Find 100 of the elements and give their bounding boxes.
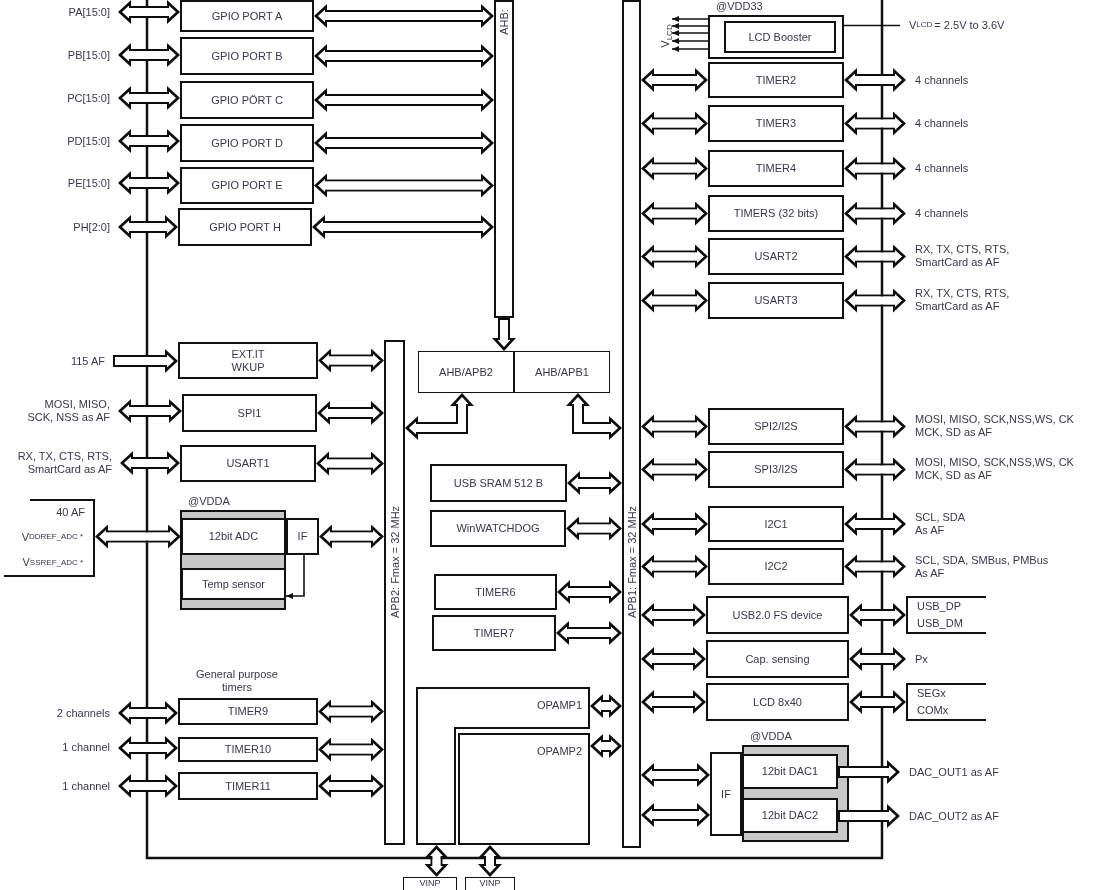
bus-arrow <box>849 603 906 627</box>
pin-label: USB_DM <box>906 615 986 634</box>
bus-arrow <box>844 156 906 181</box>
pin-label: SCL, SDA As AF <box>906 506 978 542</box>
pin-label: PE[15:0] <box>10 171 118 195</box>
block-label: TIMER10 <box>224 743 272 756</box>
peripheral-block <box>708 548 844 585</box>
bus-arrow <box>556 621 622 645</box>
bus-label: APB1: Fmax = 32 MHz <box>625 505 638 619</box>
bus-arrow <box>314 44 494 68</box>
bus-arrow <box>319 524 384 549</box>
pin-label: 1 channel <box>10 735 118 759</box>
peripheral-block <box>708 451 844 488</box>
bus-arrow <box>844 288 906 313</box>
bus-arrow <box>844 512 906 536</box>
block-label: LCD 8x40 <box>753 695 802 709</box>
peripheral-block <box>180 124 314 162</box>
bus-arrow <box>641 763 710 787</box>
pin-label: DAC_OUT2 as AF <box>900 804 1030 828</box>
bus-arrow <box>641 690 706 714</box>
block-label: 12bit DAC2 <box>761 809 819 822</box>
block-label: TIMER4 <box>755 162 797 175</box>
bus-arrow <box>316 451 384 476</box>
pin-label: 40 AF <box>30 499 95 524</box>
block-label: USB SRAM 512 B <box>453 476 544 490</box>
pin-label: 4 channels <box>906 150 1016 187</box>
bus-arrow <box>118 43 180 67</box>
bus-arrow <box>557 580 622 604</box>
bus-arrow <box>314 88 494 112</box>
bus-arrow <box>641 647 706 671</box>
pin-label: 1 channel <box>10 774 118 798</box>
peripheral-block <box>178 342 318 379</box>
pin-label: MOSI, MISO, SCK, NSS as AF <box>26 394 118 428</box>
peripheral-block <box>742 798 838 833</box>
pin-label: PH[2:0] <box>10 215 118 239</box>
bus-arrow <box>844 111 906 136</box>
bus-arrow <box>844 68 906 92</box>
bus-arrow <box>118 171 180 195</box>
supply-label: @VDDA <box>750 730 792 743</box>
peripheral-block <box>706 596 849 634</box>
peripheral-block <box>286 518 319 555</box>
block-label: TIMER7 <box>473 626 515 640</box>
block-label: USART3 <box>754 294 798 307</box>
bus-arrow <box>314 131 494 155</box>
bus-arrow <box>314 4 494 28</box>
block-label: TIMER11 <box>225 779 271 793</box>
peripheral-block <box>434 574 557 610</box>
block-label: OPAMP1 <box>536 699 582 712</box>
bus-arrow <box>641 554 708 579</box>
bus-bar <box>494 0 514 318</box>
block-label: TIMER3 <box>755 117 797 130</box>
bus-arrow <box>118 701 178 725</box>
peripheral-block <box>706 640 849 678</box>
bus-arrow <box>312 215 494 239</box>
block-label: EXT.IT WKUP <box>230 347 266 374</box>
pin-label: MOSI, MISO, SCK,NSS,WS, CK MCK, SD as AF <box>906 406 1092 446</box>
bus-arrow <box>317 401 384 425</box>
peripheral-block <box>180 37 314 75</box>
bus-arrow <box>318 774 384 798</box>
signal-arrow <box>671 38 709 44</box>
peripheral-block <box>708 238 844 275</box>
peripheral-block <box>724 21 836 53</box>
bus-arrow <box>641 244 708 269</box>
block-label: GPIO PORT B <box>211 49 283 63</box>
pin-label: USB_DP <box>906 596 986 615</box>
peripheral-block <box>181 518 286 555</box>
block-label: SPI1 <box>237 406 262 420</box>
block-label: TIMERS (32 bits) <box>733 207 819 220</box>
peripheral-block <box>742 754 838 789</box>
block-label: VINP <box>419 878 441 889</box>
bus-arrow <box>838 760 900 784</box>
bus-arrow <box>641 603 706 627</box>
opamp-block <box>416 687 590 845</box>
bus-arrow <box>641 414 708 439</box>
block-label: 12bit ADC <box>208 530 259 543</box>
peripheral-block <box>180 0 314 32</box>
bus-arrow <box>424 845 449 877</box>
peripheral-block <box>514 351 610 393</box>
bus-arrow <box>590 694 622 718</box>
pin-label: SEGx <box>906 683 986 702</box>
bus-arrow <box>844 414 906 439</box>
pin-label: PB[15:0] <box>10 43 118 67</box>
pin-label: 4 channels <box>906 195 1016 232</box>
bus-bar <box>622 0 641 848</box>
peripheral-block <box>708 105 844 142</box>
block-label: I2C2 <box>764 560 788 573</box>
bus-arrow <box>118 0 180 24</box>
pin-label: PD[15:0] <box>10 129 118 153</box>
block-label: AHB/APB1 <box>535 365 589 379</box>
pin-label: PA[15:0] <box>10 0 118 24</box>
bus-arrow <box>849 647 906 671</box>
bus-arrow <box>849 690 906 714</box>
bus-arrow <box>314 173 494 198</box>
block-label: Cap. sensing <box>745 652 810 666</box>
bus-arrow <box>844 457 906 482</box>
bus-arrow <box>120 451 180 475</box>
pin-label: COMx <box>906 702 986 721</box>
block-label: OPAMP2 <box>536 745 582 758</box>
bus-arrow <box>641 457 708 482</box>
peripheral-block <box>430 510 566 547</box>
